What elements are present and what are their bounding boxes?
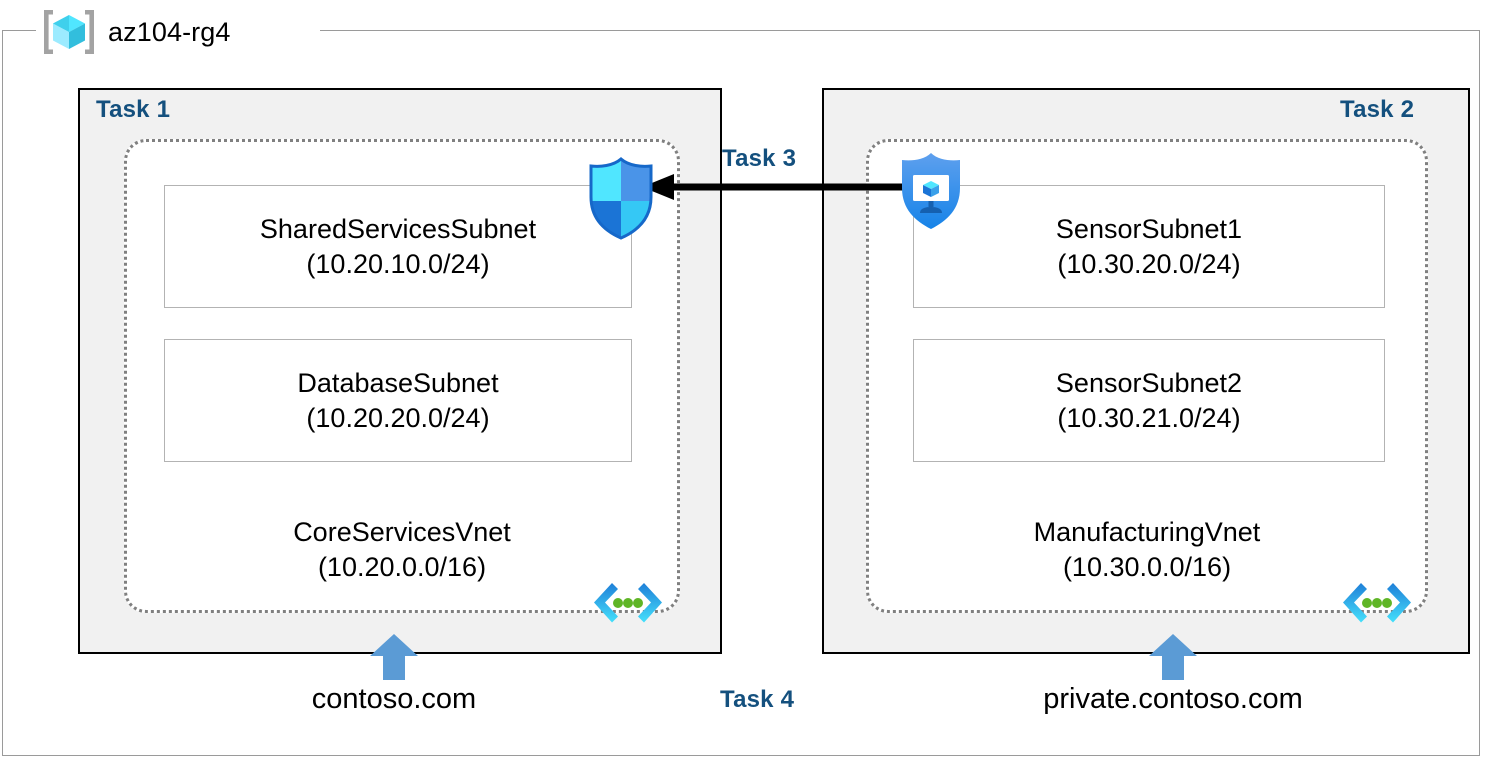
task1-label: Task 1 (96, 96, 171, 123)
subnet-cidr: (10.30.21.0/24) (1057, 402, 1241, 433)
subnet-cidr: (10.30.20.0/24) (1057, 248, 1241, 279)
dns-zone-contoso: contoso.com (311, 683, 477, 715)
resource-group-header: az104-rg4 (40, 7, 239, 57)
vnet-name: CoreServicesVnet (293, 517, 511, 547)
task3-label: Task 3 (722, 145, 797, 172)
subnet-cidr: (10.20.10.0/24) (306, 248, 490, 279)
resource-group-frame (2, 30, 1480, 756)
vnet-cidr: (10.20.0.0/16) (317, 551, 487, 582)
subnet-sensor-2: SensorSubnet2 (10.30.21.0/24) (913, 339, 1385, 462)
subnet-name: SensorSubnet2 (1055, 367, 1243, 398)
up-arrow-icon (370, 634, 418, 680)
up-arrow-icon (1149, 634, 1197, 680)
dns-zone-private-contoso: private.contoso.com (1043, 683, 1303, 715)
network-security-shield-icon (583, 155, 659, 241)
virtual-machine-shield-icon (896, 150, 966, 232)
subnet-name: SharedServicesSubnet (259, 213, 537, 244)
task2-label: Task 2 (1340, 96, 1415, 123)
core-services-vnet-caption: CoreServicesVnet (10.20.0.0/16) (124, 515, 680, 584)
task4-label: Task 4 (720, 686, 795, 713)
subnet-name: SensorSubnet1 (1055, 213, 1243, 244)
vnet-cidr: (10.30.0.0/16) (1062, 551, 1232, 582)
virtual-network-icon (1342, 581, 1412, 625)
azure-resource-group-icon (40, 7, 98, 57)
vnet-name: ManufacturingVnet (1033, 517, 1261, 547)
virtual-network-icon (593, 581, 663, 625)
manufacturing-vnet-caption: ManufacturingVnet (10.30.0.0/16) (866, 515, 1428, 584)
subnet-sensor-1: SensorSubnet1 (10.30.20.0/24) (913, 185, 1385, 308)
subnet-cidr: (10.20.20.0/24) (306, 402, 490, 433)
resource-group-name: az104-rg4 (108, 16, 231, 47)
peering-arrow-icon (640, 174, 906, 200)
subnet-database: DatabaseSubnet (10.20.20.0/24) (164, 339, 632, 462)
subnet-shared-services: SharedServicesSubnet (10.20.10.0/24) (164, 185, 632, 308)
subnet-name: DatabaseSubnet (297, 367, 499, 398)
